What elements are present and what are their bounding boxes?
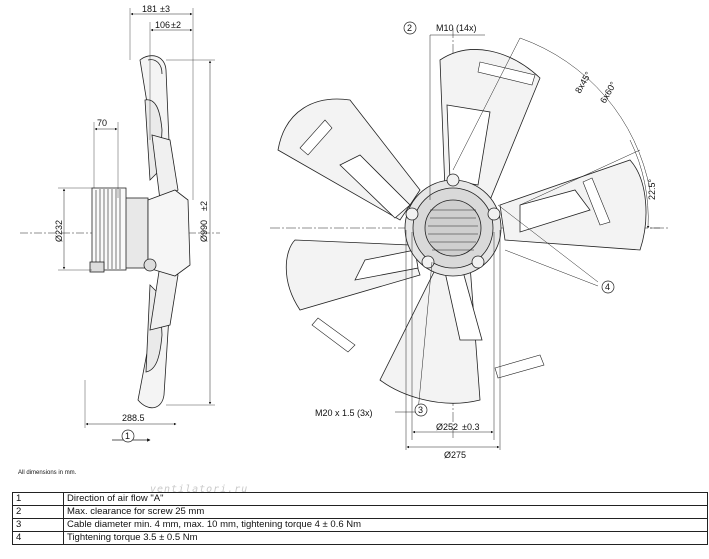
note-text: Tightening torque 3.5 ± 0.5 Nm bbox=[63, 531, 708, 545]
m10-label: M10 (14x) bbox=[436, 23, 477, 33]
note-number: 4 bbox=[12, 531, 64, 545]
front-view bbox=[270, 21, 670, 450]
angle-8x45: 8x45° bbox=[573, 70, 593, 95]
side-view-labels: 181 ±3 106 ±2 70 Ø232 Ø990 ±2 288.5 1 bbox=[54, 4, 209, 441]
angle-22-5: 22.5° bbox=[647, 178, 657, 200]
note-text: Max. clearance for screw 25 mm bbox=[63, 505, 708, 519]
note-number: 1 bbox=[12, 492, 64, 506]
table-row: 2 Max. clearance for screw 25 mm bbox=[12, 505, 708, 519]
callout-4: 4 bbox=[605, 282, 610, 292]
blade-ribs bbox=[339, 104, 591, 341]
dim-181: 181 bbox=[142, 4, 157, 14]
callout-3: 3 bbox=[418, 405, 423, 415]
dim-106-tol: ±2 bbox=[171, 20, 181, 30]
dim-181-tol: ±3 bbox=[160, 4, 170, 14]
notes-table: 1 Direction of air flow "A" 2 Max. clear… bbox=[12, 492, 708, 545]
units-note: All dimensions in mm. bbox=[18, 470, 77, 476]
note-text: Direction of air flow "A" bbox=[63, 492, 708, 506]
dim-232: Ø232 bbox=[54, 220, 64, 242]
callout-1: 1 bbox=[125, 431, 130, 441]
angle-6x60: 6x60° bbox=[598, 80, 618, 105]
m20-label: M20 x 1.5 (3x) bbox=[315, 408, 373, 418]
side-view bbox=[20, 8, 220, 443]
dim-106: 106 bbox=[155, 20, 170, 30]
fan-technical-drawing: 181 ±3 106 ±2 70 Ø232 Ø990 ±2 288.5 1 bbox=[20, 4, 670, 460]
dim-990-tol: ±2 bbox=[199, 201, 209, 211]
table-row: 1 Direction of air flow "A" bbox=[12, 492, 708, 506]
callout-2: 2 bbox=[407, 23, 412, 33]
table-row: 4 Tightening torque 3.5 ± 0.5 Nm bbox=[12, 531, 708, 545]
note-text: Cable diameter min. 4 mm, max. 10 mm, ti… bbox=[63, 518, 708, 532]
dim-252-tol: ±0.3 bbox=[462, 422, 479, 432]
watermark: ventilatori.ru bbox=[150, 484, 249, 495]
dim-275: Ø275 bbox=[444, 450, 466, 460]
dim-70: 70 bbox=[97, 118, 107, 128]
dim-990: Ø990 bbox=[199, 220, 209, 242]
note-number: 2 bbox=[12, 505, 64, 519]
dim-288: 288.5 bbox=[122, 413, 145, 423]
table-row: 3 Cable diameter min. 4 mm, max. 10 mm, … bbox=[12, 518, 708, 532]
note-number: 3 bbox=[12, 518, 64, 532]
dim-252: Ø252 bbox=[436, 422, 458, 432]
